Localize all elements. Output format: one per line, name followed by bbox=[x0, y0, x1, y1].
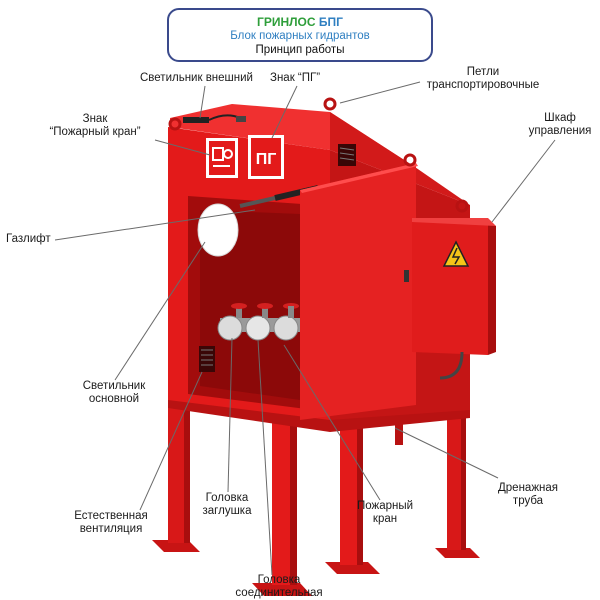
label-drain-pipe: Дренажная труба bbox=[488, 482, 568, 508]
label-natural-ventilation: Естественная вентиляция bbox=[66, 510, 156, 536]
label-main-light-1: Светильник bbox=[82, 380, 146, 392]
caption: Принцип работы bbox=[255, 44, 345, 56]
label-transport-loops-2: транспортировочные bbox=[426, 79, 540, 91]
label-pg-sign: Знак “ПГ” bbox=[270, 72, 321, 84]
cabinet-legs bbox=[168, 405, 466, 585]
label-main-light-2: основной bbox=[88, 393, 140, 405]
label-drain-pipe-2: труба bbox=[512, 495, 544, 507]
label-connecting-head-1: Головка bbox=[257, 574, 301, 586]
pg-sign-text: ПГ bbox=[256, 151, 277, 168]
title-frame: ГРИНЛОС БПГ Блок пожарных гидрантов Прин… bbox=[167, 8, 433, 62]
roof-vent bbox=[338, 144, 356, 166]
transport-loops bbox=[168, 97, 469, 213]
cabinet-door bbox=[300, 163, 416, 420]
brand-blue: БПГ bbox=[318, 15, 343, 29]
fire-hydrant-sign-icon bbox=[206, 138, 238, 178]
main-light bbox=[197, 203, 239, 257]
label-natural-ventilation-2: вентиляция bbox=[79, 523, 143, 535]
label-main-light: Светильник основной bbox=[76, 380, 152, 406]
label-drain-pipe-1: Дренажная bbox=[498, 482, 558, 494]
label-fire-crane: Пожарный кран bbox=[348, 500, 422, 526]
label-natural-ventilation-1: Естественная bbox=[74, 510, 148, 522]
label-fire-crane-sign-2: “Пожарный кран” bbox=[49, 126, 141, 138]
hydrant-valves bbox=[217, 303, 300, 341]
label-control-cabinet-1: Шкаф bbox=[544, 112, 576, 124]
label-transport-loops-1: Петли bbox=[466, 66, 500, 78]
label-control-cabinet: Шкаф управления bbox=[528, 112, 592, 138]
external-light bbox=[183, 114, 246, 123]
subtitle: Блок пожарных гидрантов bbox=[230, 30, 370, 42]
ventilation-grille bbox=[199, 346, 215, 372]
label-control-cabinet-2: управления bbox=[528, 125, 592, 137]
label-connecting-head: Головка соединительная bbox=[232, 574, 326, 600]
electrical-hazard-icon bbox=[442, 240, 470, 267]
leader-lines bbox=[54, 81, 556, 576]
label-plug-head-2: заглушка bbox=[202, 505, 252, 517]
label-fire-crane-sign: Знак “Пожарный кран” bbox=[40, 113, 150, 139]
label-external-light: Светильник внешний bbox=[140, 72, 253, 84]
label-fire-crane-1: Пожарный bbox=[356, 500, 414, 512]
label-gas-lift: Газлифт bbox=[6, 233, 51, 245]
label-plug-head: Головка заглушка bbox=[192, 492, 262, 518]
label-fire-crane-sign-1: Знак bbox=[82, 113, 108, 125]
label-connecting-head-2: соединительная bbox=[235, 587, 323, 599]
label-plug-head-1: Головка bbox=[205, 492, 249, 504]
label-transport-loops: Петли транспортировочные bbox=[420, 66, 546, 92]
label-fire-crane-2: кран bbox=[372, 513, 398, 525]
pg-sign: ПГ bbox=[248, 135, 284, 179]
base-plates bbox=[152, 540, 480, 596]
control-cabinet bbox=[412, 222, 488, 355]
bottom-frame bbox=[168, 395, 470, 432]
brand-green: ГРИНЛОС bbox=[257, 15, 316, 29]
brand-line: ГРИНЛОС БПГ bbox=[169, 15, 431, 29]
